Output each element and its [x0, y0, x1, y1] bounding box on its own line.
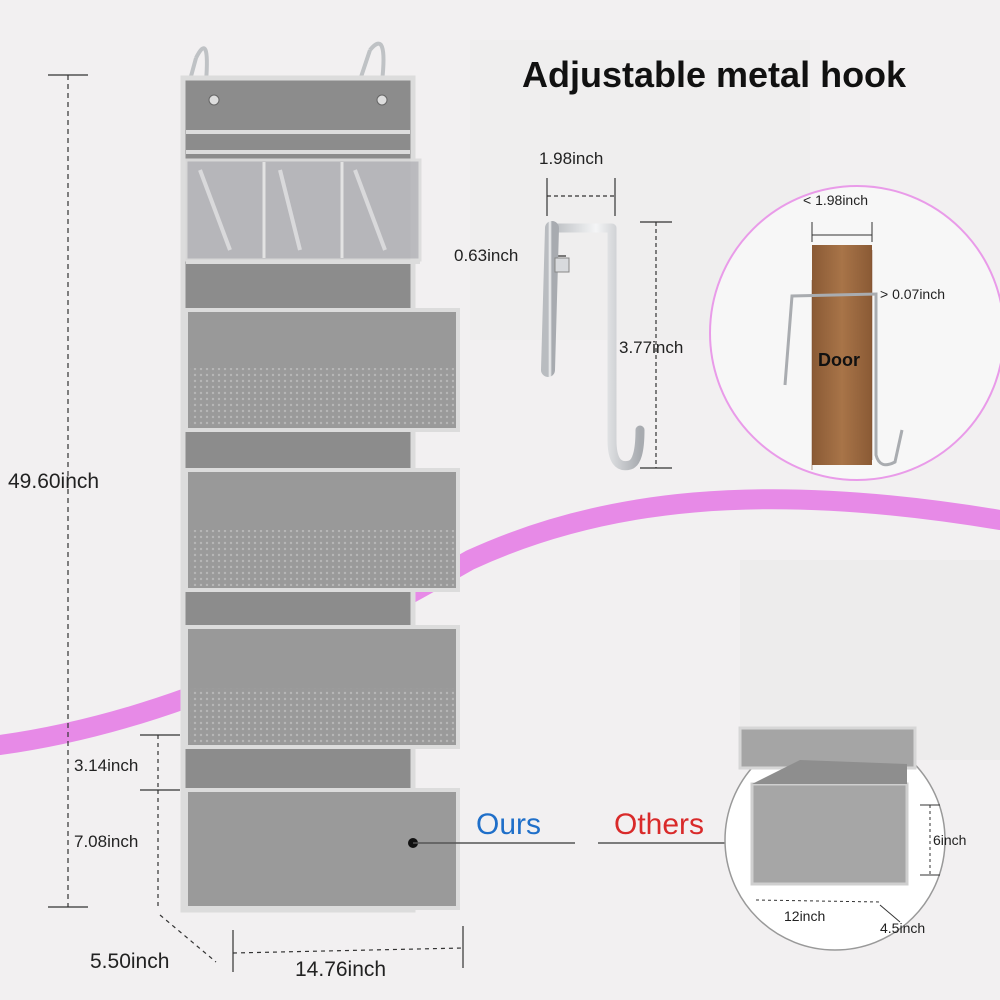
door-inset: [709, 185, 1000, 481]
ours-label: Ours: [476, 808, 542, 841]
pocket-1: [184, 308, 460, 432]
width-label: 14.76inch: [295, 958, 387, 981]
door-label: Door: [818, 350, 860, 370]
others-depth-label: 4.5inch: [880, 920, 926, 936]
others-label: Others: [614, 808, 705, 841]
depth-label: 5.50inch: [90, 950, 170, 973]
hook-thickness-label: 0.63inch: [454, 246, 519, 265]
door-thickness-label: > 0.07inch: [880, 286, 945, 302]
others-width-label: 12inch: [784, 908, 826, 924]
hook-dimensions: [545, 178, 672, 469]
top-gap-label: 3.14inch: [74, 756, 139, 775]
others-inset: [724, 726, 946, 951]
pocket-height-label: 7.08inch: [74, 832, 139, 851]
pocket-4: [184, 788, 460, 910]
pocket-2: [184, 468, 460, 592]
door-gap-label: < 1.98inch: [803, 192, 868, 208]
door-organizer: [180, 41, 460, 913]
hook-width-label: 1.98inch: [539, 149, 604, 168]
dimension-lines: [48, 74, 464, 972]
metal-hook: [547, 223, 645, 471]
headline: Adjustable metal hook: [522, 54, 907, 95]
accent-swoosh: [0, 489, 1000, 755]
hook-height-label: 3.77inch: [619, 338, 684, 357]
others-height-label: 6inch: [933, 832, 967, 848]
pocket-3: [184, 625, 460, 749]
total-height-label: 49.60inch: [8, 470, 100, 493]
